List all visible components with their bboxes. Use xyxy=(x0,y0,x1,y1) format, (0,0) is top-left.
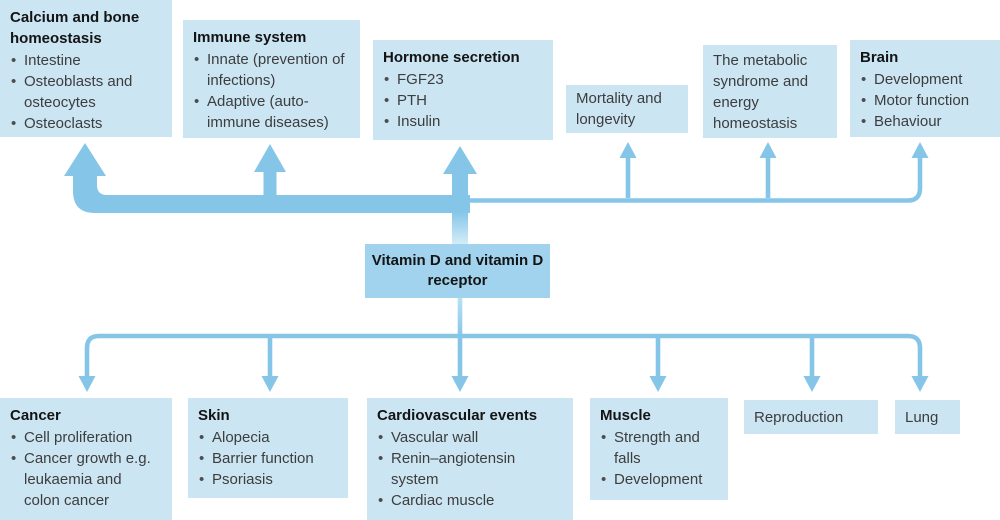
box-vitamin-d-receptor: Vitamin D and vitamin D receptor xyxy=(365,244,550,298)
bullet-item: Cardiac muscle xyxy=(377,490,565,511)
bullet-item: Alopecia xyxy=(198,427,340,448)
box-skin: Skin Alopecia Barrier function Psoriasis xyxy=(188,398,348,498)
box-title: Skin xyxy=(198,407,230,424)
box-immune-system: Immune system Innate (prevention of infe… xyxy=(183,20,360,138)
bullet-item: PTH xyxy=(383,90,545,111)
bullet-item: Osteoblasts and osteocytes xyxy=(10,71,164,113)
box-title: Cancer xyxy=(10,407,61,424)
bullet-item: Cancer growth e.g. leukaemia and colon c… xyxy=(10,448,154,511)
box-mortality-longevity: Mortality and longevity xyxy=(566,85,688,133)
center-bottom-stem xyxy=(457,298,463,338)
arrow-head-lung xyxy=(911,376,929,392)
bullet-list: Cell proliferation Cancer growth e.g. le… xyxy=(10,427,154,511)
bullet-list: Vascular wall Renin–angiotensin system C… xyxy=(377,427,565,511)
box-lung: Lung xyxy=(895,400,960,434)
bullet-item: Behaviour xyxy=(860,111,992,132)
arrow-head-cancer xyxy=(78,376,96,392)
bullet-item: Innate (prevention of infections) xyxy=(193,49,348,91)
box-title: Calcium and bone homeostasis xyxy=(10,9,140,47)
center-title: Vitamin D and vitamin D receptor xyxy=(371,252,544,289)
box-title: Brain xyxy=(860,49,899,66)
thin-top-line xyxy=(468,157,923,203)
bullet-list: Development Motor function Behaviour xyxy=(860,69,992,132)
bullet-list: Intestine Osteoblasts and osteocytes Ost… xyxy=(10,50,164,134)
thick-arrow-to-calcium xyxy=(64,143,470,213)
bullet-item: Insulin xyxy=(383,111,545,132)
arrow-head-muscle xyxy=(649,376,667,392)
bullet-item: Strength and falls xyxy=(600,427,720,469)
center-top-stem xyxy=(452,212,468,244)
arrow-head-mortality xyxy=(619,142,637,158)
box-calcium-bone-homeostasis: Calcium and bone homeostasis Intestine O… xyxy=(0,0,172,137)
box-title: Hormone secretion xyxy=(383,49,520,66)
box-label: Lung xyxy=(905,408,939,426)
box-reproduction: Reproduction xyxy=(744,400,878,434)
bullet-item: Renin–angiotensin system xyxy=(377,448,565,490)
bottom-bracket xyxy=(84,333,923,380)
arrow-to-hormone-secretion xyxy=(443,146,477,213)
box-label: Mortality and longevity xyxy=(576,90,662,128)
bullet-list: Alopecia Barrier function Psoriasis xyxy=(198,427,340,490)
arrow-head-brain xyxy=(911,142,929,158)
box-cancer: Cancer Cell proliferation Cancer growth … xyxy=(0,398,172,520)
bullet-list: FGF23 PTH Insulin xyxy=(383,69,545,132)
box-metabolic-syndrome: The metabolic syndrome and energy homeos… xyxy=(703,45,837,138)
bullet-list: Innate (prevention of infections) Adapti… xyxy=(193,49,348,133)
box-label: The metabolic syndrome and energy homeos… xyxy=(713,51,809,132)
arrow-head-skin xyxy=(261,376,279,392)
bullet-item: Adaptive (auto-immune diseases) xyxy=(193,91,348,133)
arrow-head-metabolic xyxy=(759,142,777,158)
bullet-item: Psoriasis xyxy=(198,469,340,490)
box-title: Cardiovascular events xyxy=(377,407,538,424)
bullet-item: Development xyxy=(600,469,720,490)
bullet-item: Barrier function xyxy=(198,448,340,469)
arrow-head-reproduction xyxy=(803,376,821,392)
box-muscle: Muscle Strength and falls Development xyxy=(590,398,728,500)
box-label: Reproduction xyxy=(754,408,844,426)
bullet-item: Intestine xyxy=(10,50,164,71)
bullet-list: Strength and falls Development xyxy=(600,427,720,490)
box-cardiovascular-events: Cardiovascular events Vascular wall Reni… xyxy=(367,398,573,520)
box-title: Muscle xyxy=(600,407,651,424)
box-hormone-secretion: Hormone secretion FGF23 PTH Insulin xyxy=(373,40,553,140)
arrow-to-immune-system xyxy=(254,144,286,198)
bullet-item: Development xyxy=(860,69,992,90)
bullet-item: Vascular wall xyxy=(377,427,565,448)
bullet-item: Motor function xyxy=(860,90,992,111)
arrow-head-cardiovascular xyxy=(451,376,469,392)
box-title: Immune system xyxy=(193,29,307,46)
bullet-item: Osteoclasts xyxy=(10,113,164,134)
bullet-item: Cell proliferation xyxy=(10,427,154,448)
bullet-item: FGF23 xyxy=(383,69,545,90)
box-brain: Brain Development Motor function Behavio… xyxy=(850,40,1000,137)
